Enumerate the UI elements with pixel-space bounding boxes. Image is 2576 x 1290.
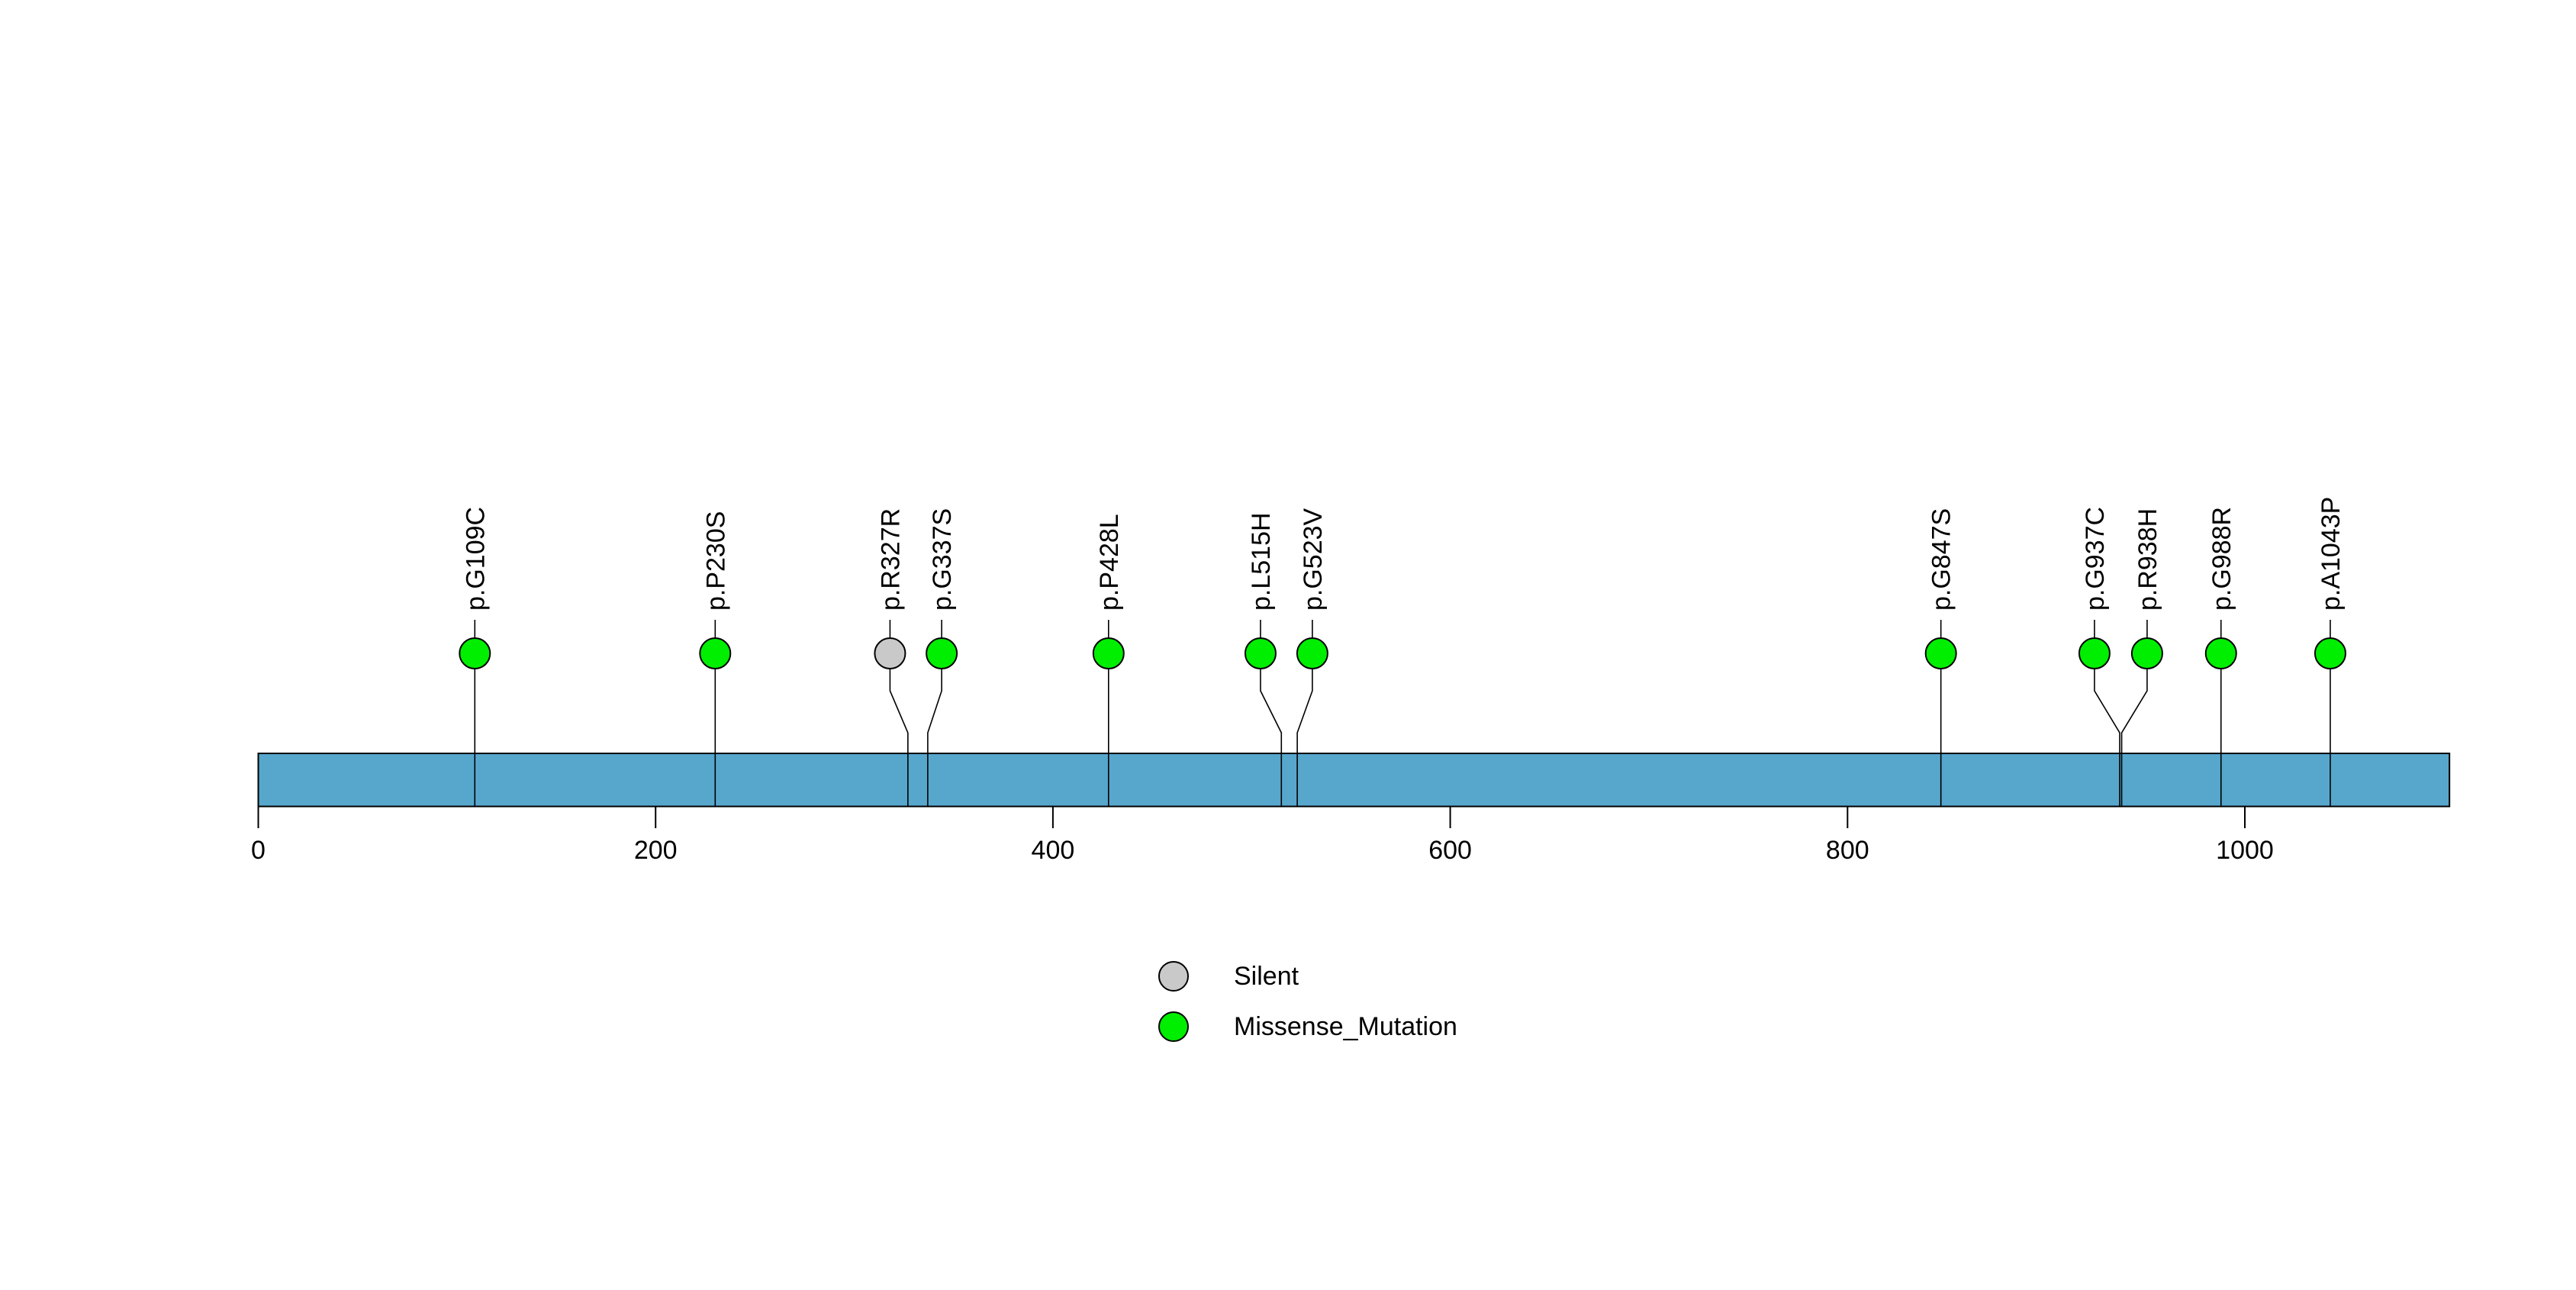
- mutation-label: p.A1043P: [2317, 497, 2346, 611]
- mutation-circle: [1244, 637, 1277, 669]
- mutation-label: p.P428L: [1095, 514, 1124, 611]
- silent-swatch-icon: [1158, 961, 1189, 992]
- mutation-label: p.G109C: [461, 507, 490, 611]
- mutation-label: p.G523V: [1299, 508, 1328, 611]
- mutation-circle: [2314, 637, 2346, 669]
- mutation-circle: [2078, 637, 2111, 669]
- axis-tick-label: 400: [1032, 836, 1075, 865]
- mutation-label: p.G937C: [2081, 507, 2110, 611]
- mutation-label: p.G847S: [1927, 508, 1956, 611]
- mutation-circle: [926, 637, 958, 669]
- legend-label-missense-mutation: Missense_Mutation: [1234, 1012, 1457, 1041]
- legend-label-silent: Silent: [1234, 962, 1299, 991]
- mutation-label: p.P230S: [701, 511, 730, 611]
- missense-mutation-swatch-icon: [1158, 1011, 1189, 1042]
- mutation-circle: [1924, 637, 1957, 669]
- mutation-circle: [2204, 637, 2237, 669]
- mutation-circle: [459, 637, 491, 669]
- axis-tick-label: 1000: [2216, 836, 2274, 865]
- mutation-circle: [699, 637, 732, 669]
- mutation-label: p.G988R: [2207, 507, 2236, 611]
- legend-item-missense-mutation: Missense_Mutation: [1158, 1011, 1457, 1042]
- mutation-label: p.L515H: [1247, 512, 1276, 611]
- mutation-circle: [1296, 637, 1328, 669]
- mutation-circle: [874, 637, 906, 669]
- axis-tick-label: 800: [1826, 836, 1869, 865]
- mutation-circle: [1092, 637, 1125, 669]
- mutation-label: p.R327R: [876, 508, 905, 611]
- mutation-circle: [2130, 637, 2163, 669]
- axis-tick-label: 0: [251, 836, 266, 865]
- mutation-label: p.R938H: [2133, 508, 2162, 611]
- axis-tick-label: 200: [634, 836, 678, 865]
- mutation-label: p.G337S: [928, 508, 957, 611]
- axis-tick-label: 600: [1428, 836, 1472, 865]
- legend: Silent Missense_Mutation: [1158, 961, 1457, 1062]
- protein-track-bar: [257, 753, 2451, 808]
- legend-item-silent: Silent: [1158, 961, 1457, 992]
